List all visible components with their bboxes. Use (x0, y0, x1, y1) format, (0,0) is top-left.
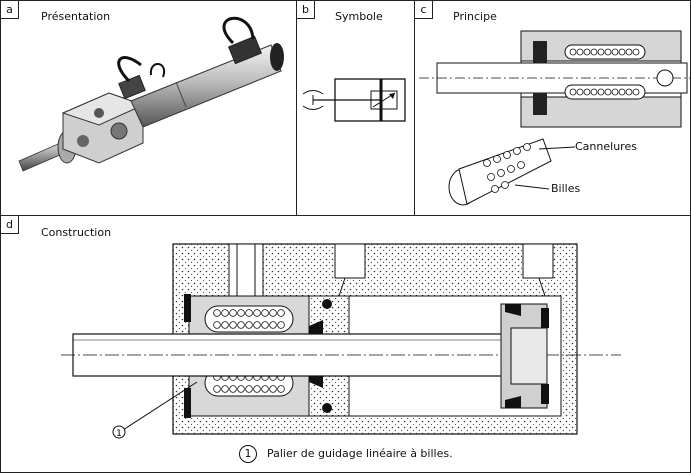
panel-title-presentation: Présentation (41, 10, 111, 23)
panel-symbol: b Symbole (296, 0, 415, 216)
cylinder-symbol-diagram (302, 78, 406, 122)
panel-principle: c Principe Cannelures Billes (414, 0, 691, 216)
principle-section-diagram (419, 30, 691, 206)
panel-title-construction: Construction (41, 226, 112, 239)
legend-callout-number: 1 (239, 445, 257, 463)
panel-title-principle: Principe (453, 10, 497, 23)
label-grooves: Cannelures (575, 140, 637, 153)
panel-tag-b: b (297, 1, 315, 19)
panel-title-symbol: Symbole (335, 10, 383, 23)
callout-number-on-drawing: 1 (116, 429, 122, 439)
panel-tag-a: a (1, 1, 19, 19)
panel-construction: d Construction (0, 215, 691, 473)
construction-section-diagram: 1 (61, 243, 621, 439)
legend-text: Palier de guidage linéaire à billes. (267, 447, 453, 460)
label-balls: Billes (551, 182, 581, 195)
cylinder-photo-illustration (18, 16, 284, 172)
panel-tag-c: c (415, 1, 433, 19)
panel-presentation: a Présentation (0, 0, 297, 216)
panel-tag-d: d (1, 216, 19, 234)
